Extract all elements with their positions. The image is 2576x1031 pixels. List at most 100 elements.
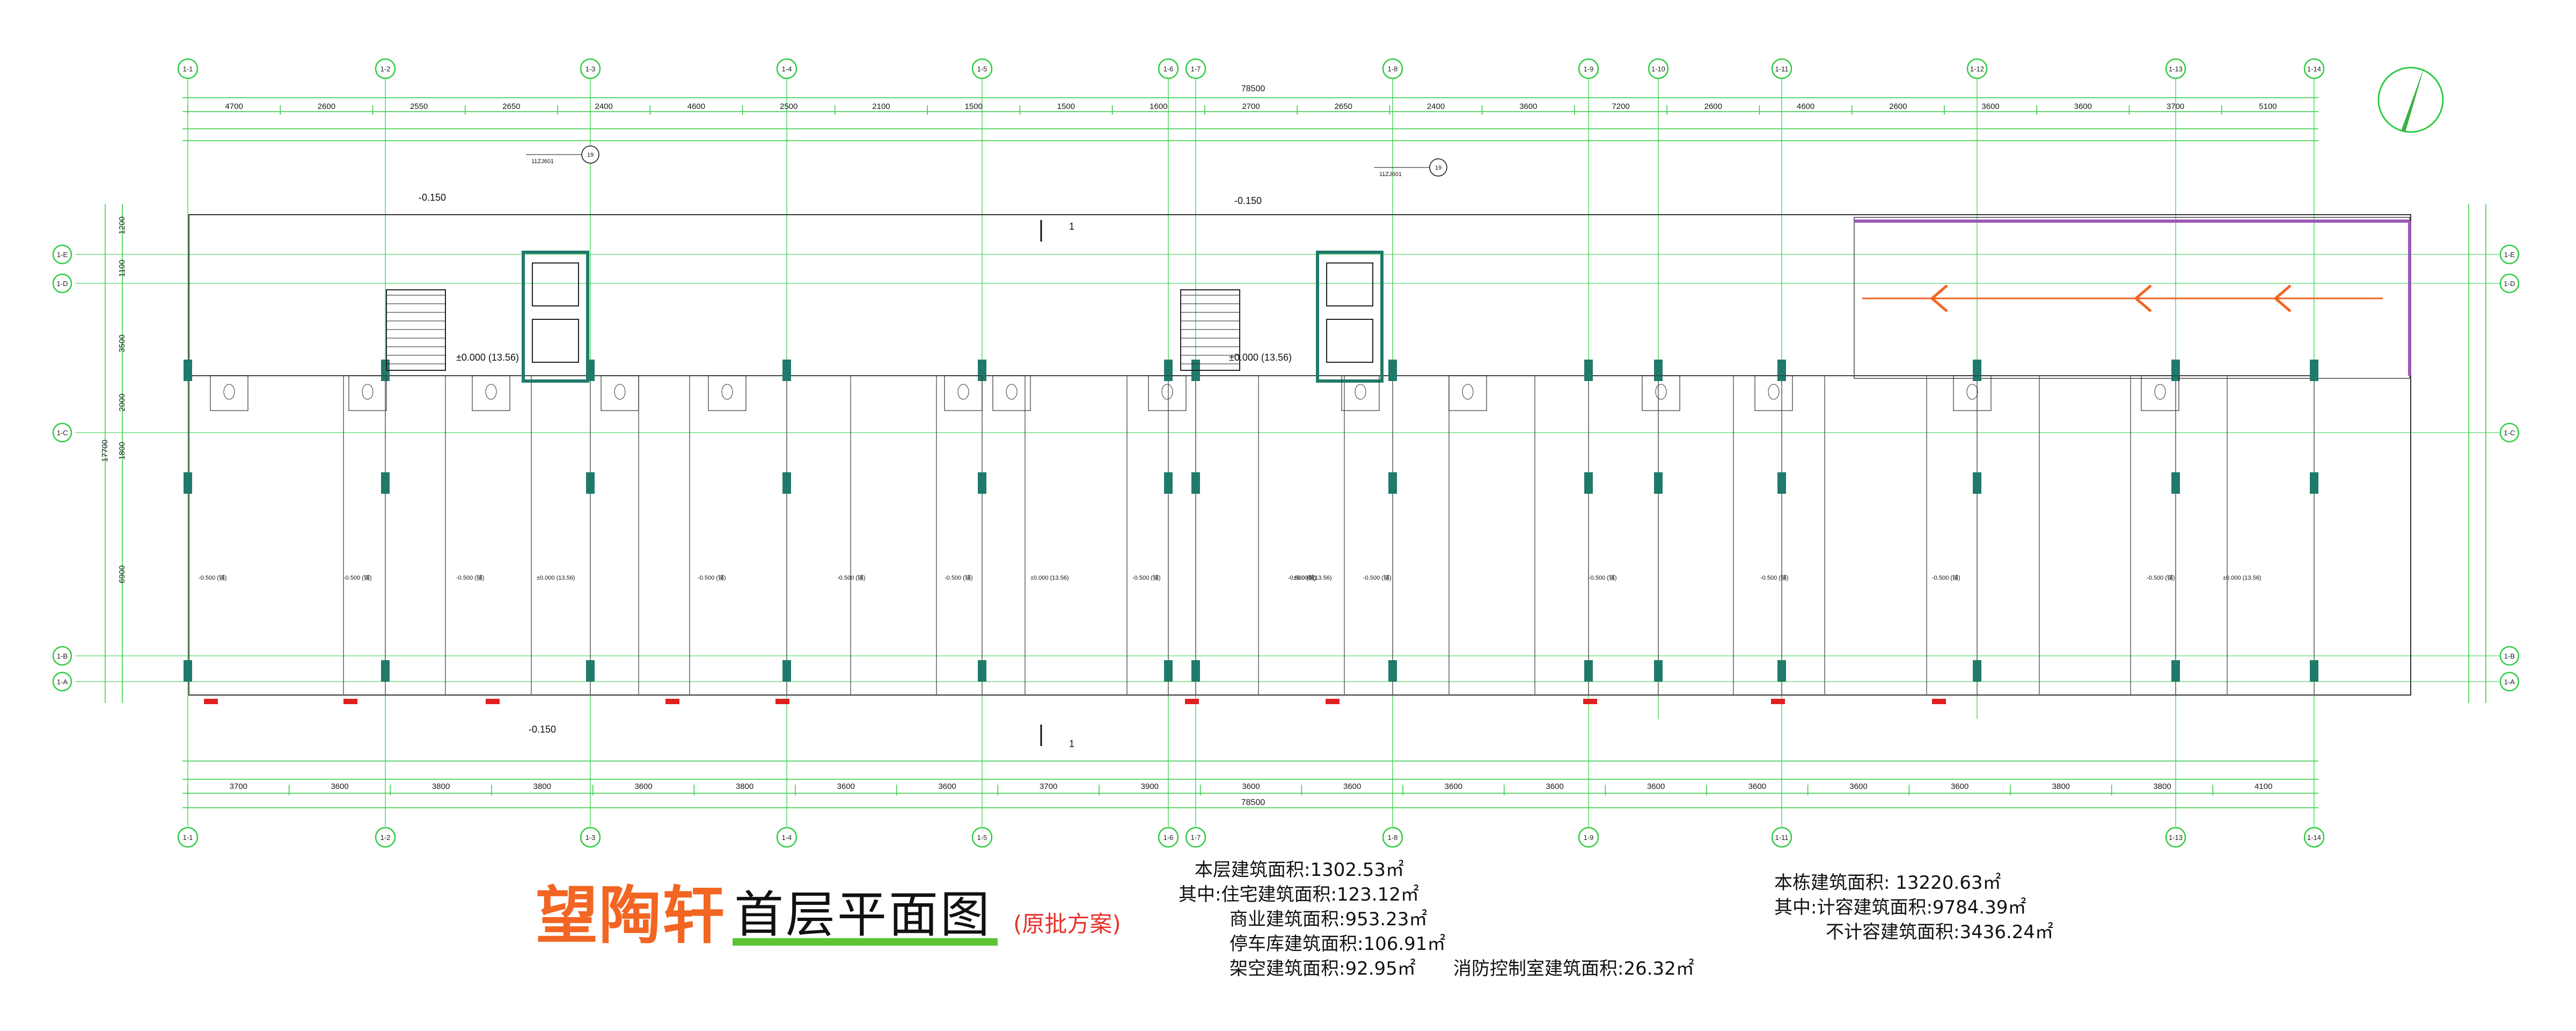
- axis-bubble-bottom: [776, 827, 797, 848]
- toilet-room: [1953, 375, 1992, 411]
- axis-label-right: 1-D: [2504, 280, 2515, 288]
- column: [1191, 660, 1200, 682]
- level-shop: -0.500 (铺): [456, 574, 485, 581]
- level-core: ±0.000 (13.56): [1229, 352, 1292, 363]
- toilet-fixture: [1966, 384, 1978, 400]
- axis-bubble-top: [580, 58, 601, 79]
- level-shop: -0.500 (铺): [837, 574, 866, 581]
- dim-value-bottom: 3900: [1141, 782, 1159, 791]
- toilet-fixture: [957, 384, 969, 400]
- axis-label-top: 1-14: [2307, 65, 2321, 73]
- axis-label-bottom: 1-14: [2307, 833, 2321, 842]
- axis-label-bottom: 1-9: [1584, 833, 1594, 842]
- axis-bubble-bottom: [580, 827, 601, 848]
- axis-bubble-top: [776, 58, 797, 79]
- section-mark-bottom: 1: [1069, 738, 1074, 749]
- axis-bubble-top: [1158, 58, 1179, 79]
- dim-value-bottom: 4100: [2255, 782, 2272, 791]
- detail-sheet: 19: [1435, 165, 1441, 171]
- door-marker: [665, 699, 679, 704]
- dim-total-bottom: 78500: [1241, 798, 1265, 807]
- dim-value-bottom: 3600: [1647, 782, 1665, 791]
- axis-bubble-top: [1185, 58, 1206, 79]
- dim-value-top: 2100: [872, 102, 890, 111]
- axis-bubble-bottom: [2165, 827, 2186, 848]
- dim-value-top: 2600: [1704, 102, 1722, 111]
- column: [184, 360, 192, 381]
- detail-ref: 11ZJ601: [1379, 171, 1402, 178]
- section-mark-top: 1: [1069, 221, 1074, 232]
- toilet-room: [992, 375, 1031, 411]
- axis-label-top: 1-10: [1651, 65, 1665, 73]
- column: [2171, 660, 2180, 682]
- column: [184, 472, 192, 494]
- level-shop: -0.500 (铺): [1288, 574, 1316, 581]
- toilet-fixture: [614, 384, 626, 400]
- column: [1388, 660, 1397, 682]
- axis-label-top: 1-9: [1584, 65, 1594, 73]
- column: [1654, 472, 1663, 494]
- dim-value-top: 1500: [1057, 102, 1075, 111]
- toilet-fixture: [1768, 384, 1780, 400]
- door-marker: [1185, 699, 1199, 704]
- dim-value-top: 2400: [595, 102, 612, 111]
- level-entrance: -0.150: [419, 192, 446, 203]
- column: [1777, 360, 1786, 381]
- dim-value-left: 1800: [118, 442, 127, 459]
- column: [1164, 360, 1173, 381]
- door-marker: [775, 699, 789, 704]
- column: [1164, 472, 1173, 494]
- toilet-room: [2141, 375, 2179, 411]
- dim-value-bottom: 3600: [331, 782, 348, 791]
- dim-value-top: 4600: [1797, 102, 1814, 111]
- level-entrance: -0.150: [529, 724, 556, 735]
- level-shop: -0.500 (铺): [1363, 574, 1392, 581]
- axis-bubble-right: [2499, 422, 2520, 443]
- level-entrance: -0.150: [1234, 195, 1262, 206]
- column: [978, 660, 986, 682]
- column: [782, 472, 791, 494]
- toilet-fixture: [2154, 384, 2166, 400]
- column: [1584, 660, 1593, 682]
- axis-bubble-right: [2499, 273, 2520, 294]
- dim-value-left: 1200: [118, 216, 127, 234]
- detail-ref: 11ZJ601: [531, 158, 554, 165]
- toilet-room: [472, 375, 510, 411]
- level-core: ±0.000 (13.56): [537, 575, 575, 581]
- axis-bubble-bottom: [177, 827, 199, 848]
- axis-bubble-bottom: [375, 827, 396, 848]
- column: [2310, 472, 2318, 494]
- column: [1584, 472, 1593, 494]
- axis-bubble-bottom: [1382, 827, 1403, 848]
- drawing-title: 首层平面图: [734, 886, 992, 944]
- toilet-room: [1341, 375, 1380, 411]
- dim-value-top: 5100: [2259, 102, 2277, 111]
- dim-value-top: 4700: [225, 102, 243, 111]
- dimension-chains: [105, 97, 2486, 808]
- axis-bubble-top: [177, 58, 199, 79]
- axis-bubble-top: [1966, 58, 1988, 79]
- fire-control-area: 消防控制室建筑面积:26.32㎡: [1453, 958, 1694, 979]
- axis-bubble-top: [971, 58, 993, 79]
- axis-bubble-bottom: [1771, 827, 1792, 848]
- dim-value-top: 3600: [1981, 102, 1999, 111]
- axis-bubble-bottom: [1578, 827, 1599, 848]
- column: [586, 472, 595, 494]
- dim-value-top: 2600: [318, 102, 335, 111]
- elevator-car: [1326, 319, 1373, 363]
- axis-label-bottom: 1-2: [380, 833, 391, 842]
- axis-label-top: 1-7: [1191, 65, 1201, 73]
- axis-bubble-left: [52, 273, 72, 294]
- axis-label-bottom: 1-7: [1191, 833, 1201, 842]
- door-marker: [343, 699, 357, 704]
- dim-value-bottom: 3800: [2153, 782, 2171, 791]
- dim-value-bottom: 3600: [634, 782, 652, 791]
- toilet-room: [1754, 375, 1793, 411]
- axis-bubble-left: [52, 671, 72, 692]
- door-marker: [1932, 699, 1946, 704]
- dim-value-bottom: 3800: [2052, 782, 2070, 791]
- toilet-fixture: [362, 384, 374, 400]
- building-area-stats: 本栋建筑面积: 13220.63㎡ 其中:计容建筑面积:9784.39㎡ 不计容…: [1774, 871, 2053, 945]
- column: [381, 472, 390, 494]
- axis-label-left: 1-A: [57, 678, 68, 686]
